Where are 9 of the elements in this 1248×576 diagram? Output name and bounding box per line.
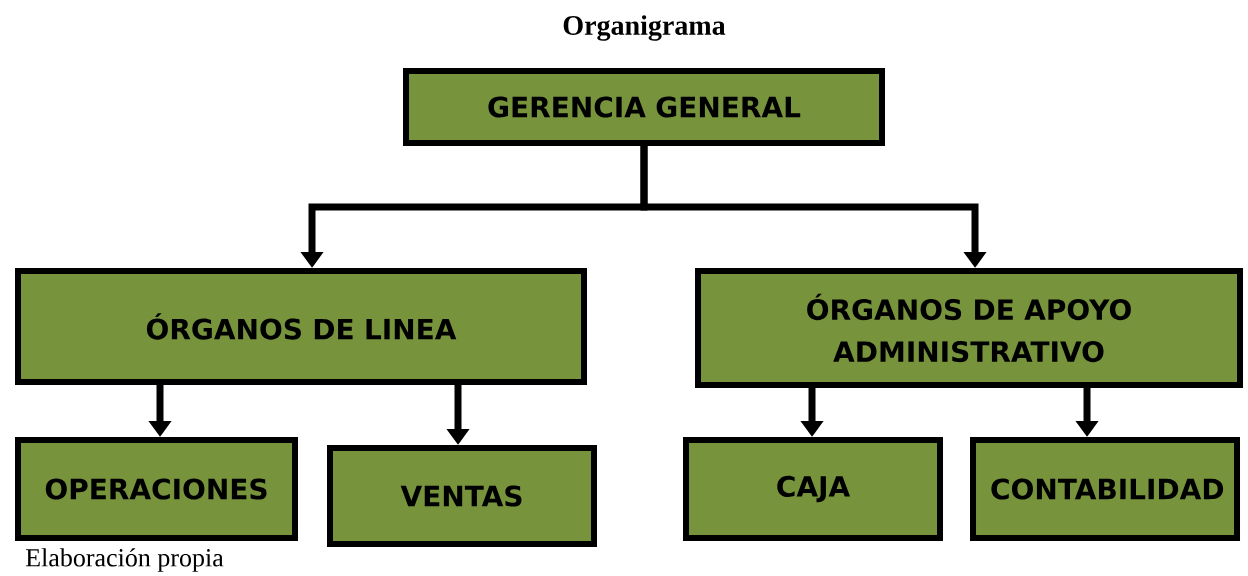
org-box: VENTAS xyxy=(327,445,597,547)
title: Organigrama xyxy=(563,15,726,41)
org-box: ÓRGANOS DE LINEA xyxy=(15,268,587,385)
org-box: GERENCIA GENERAL xyxy=(403,68,885,146)
org-box: ÓRGANOS DE APOYO ADMINISTRATIVO xyxy=(695,268,1243,388)
org-box: CAJA xyxy=(683,437,943,541)
org-box: OPERACIONES xyxy=(15,437,298,541)
caption: Elaboración propia xyxy=(25,548,224,572)
org-box: CONTABILIDAD xyxy=(970,437,1240,541)
